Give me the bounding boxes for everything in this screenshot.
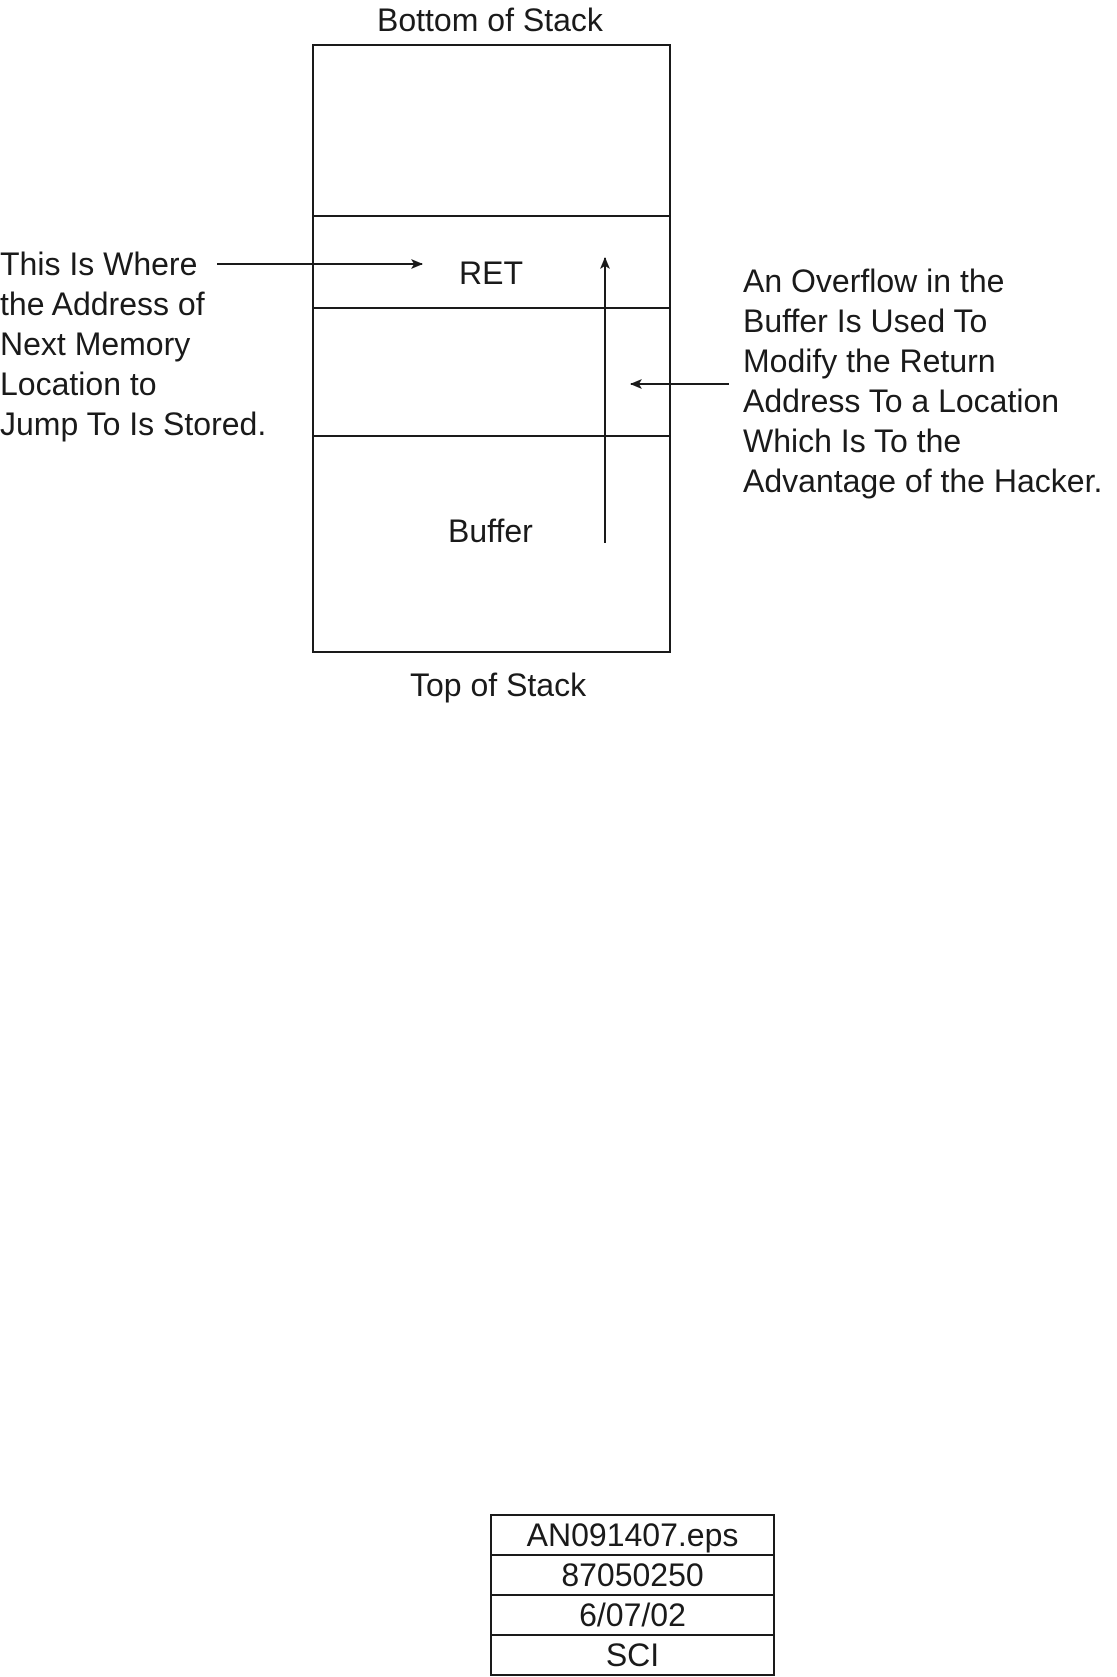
stack-box — [312, 44, 671, 653]
right-annotation-line: Modify the Return — [743, 343, 996, 379]
buffer-cell-label: Buffer — [448, 513, 533, 549]
file-stamp-code: SCI — [605, 1637, 660, 1673]
right-annotation-line: Advantage of the Hacker. — [743, 463, 1103, 499]
right-annotation-line: An Overflow in the — [743, 263, 1005, 299]
file-stamp-id: 87050250 — [492, 1556, 773, 1596]
right-annotation-line: Buffer Is Used To — [743, 303, 988, 339]
file-stamp-filename: AN091407.eps — [492, 1516, 773, 1556]
file-stamp-date: 6/07/02 — [492, 1596, 773, 1636]
top-of-stack-label: Top of Stack — [410, 667, 587, 703]
left-annotation-line: Location to — [0, 366, 157, 402]
left-annotation-line: Jump To Is Stored. — [0, 406, 267, 442]
right-annotation: An Overflow in the Buffer Is Used To Mod… — [743, 261, 1102, 501]
bottom-of-stack-label: Bottom of Stack — [377, 2, 603, 38]
file-stamp-table: AN091407.eps 87050250 6/07/02 SCI — [490, 1514, 775, 1676]
left-annotation-line: This Is Where — [0, 246, 198, 282]
right-annotation-line: Which Is To the — [743, 423, 962, 459]
left-annotation-line: Next Memory — [0, 326, 191, 362]
ret-cell-label: RET — [459, 255, 523, 291]
left-annotation: This Is Where the Address of Next Memory… — [0, 244, 266, 444]
right-annotation-line: Address To a Location — [743, 383, 1060, 419]
left-annotation-line: the Address of — [0, 286, 205, 322]
